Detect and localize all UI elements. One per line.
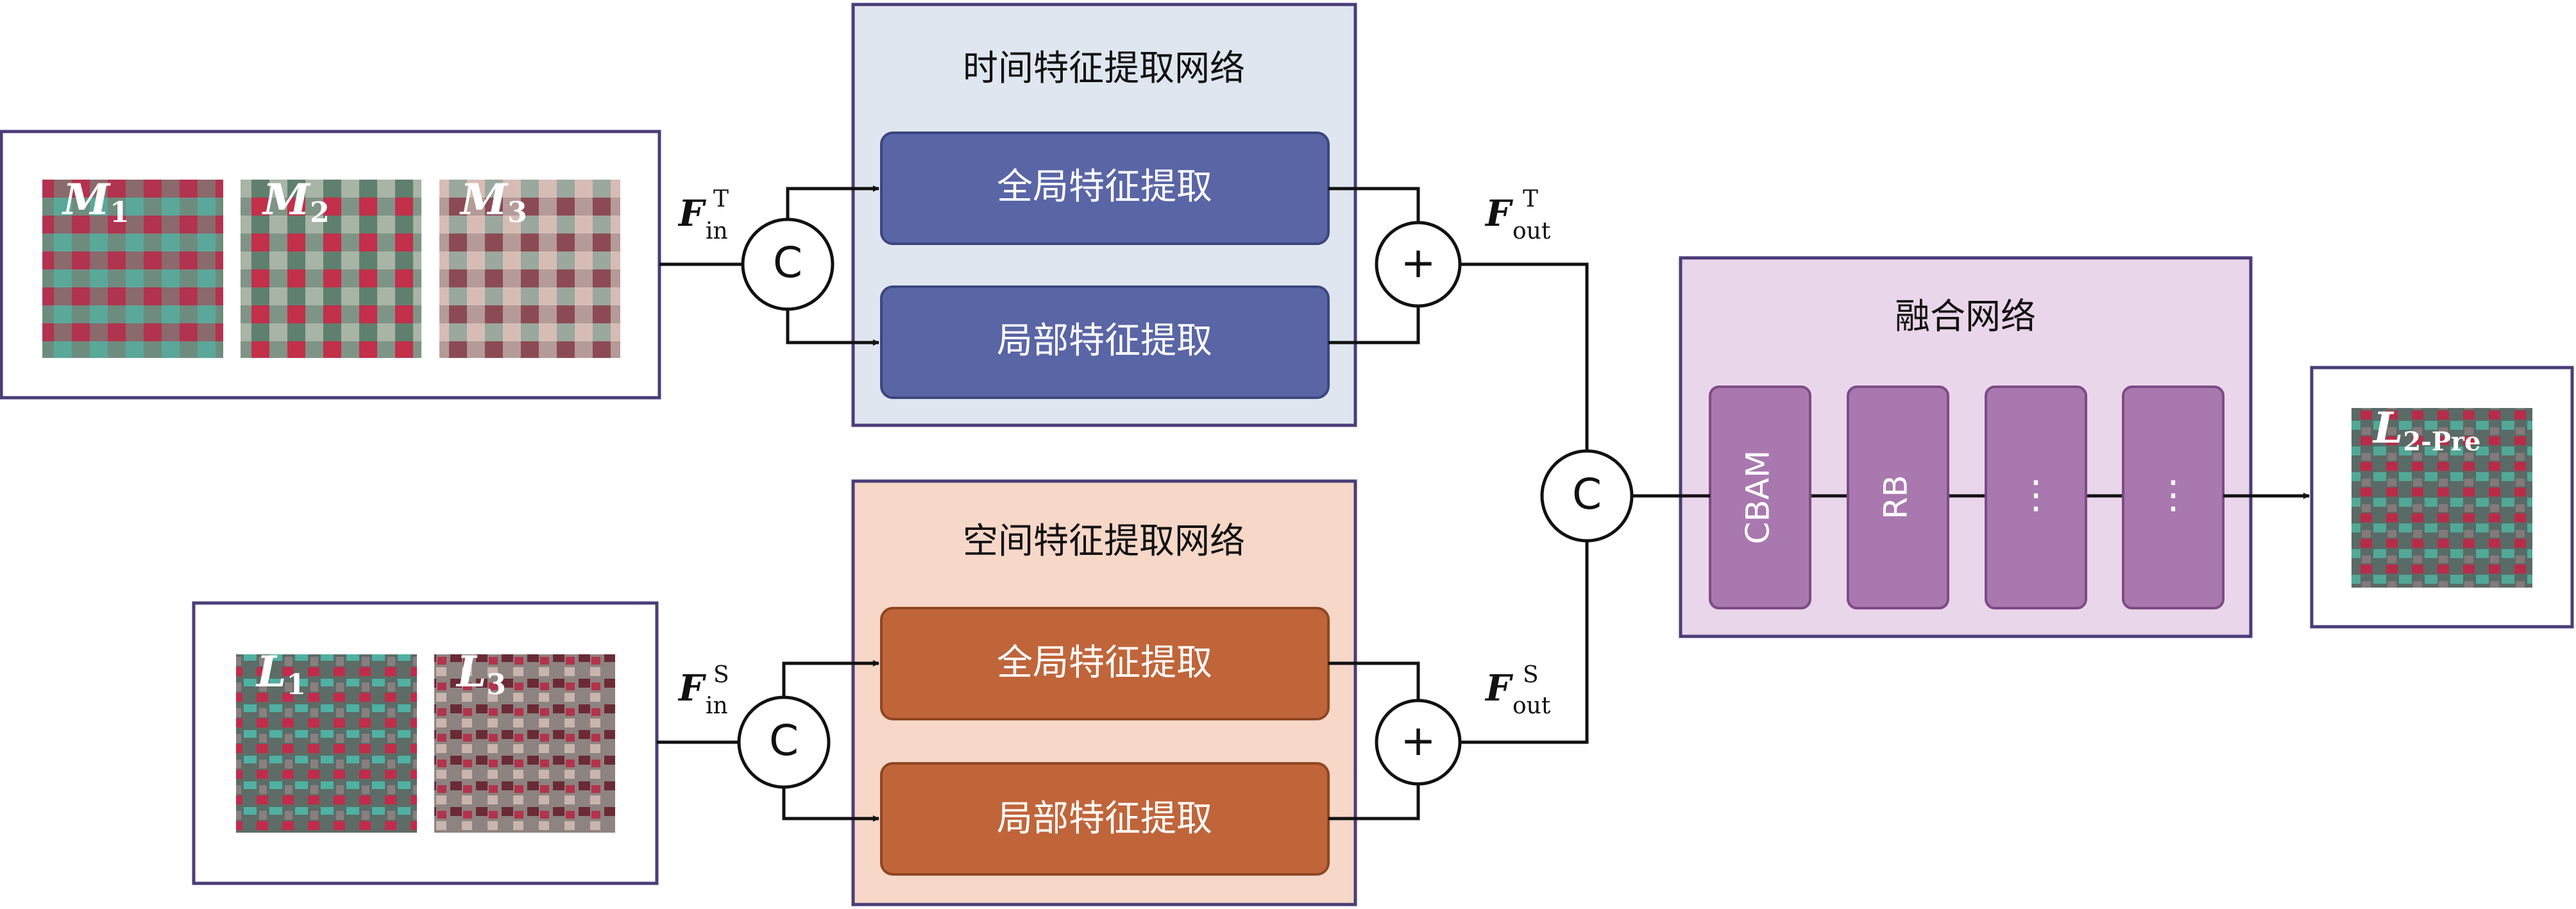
spatial-concat-symbol: C	[769, 716, 799, 765]
spatial-concat-node: C	[737, 695, 831, 789]
modis-label-3: M3	[459, 174, 527, 229]
temporal-global-label: 全局特征提取	[997, 166, 1212, 208]
spatial-global-label: 全局特征提取	[997, 642, 1212, 684]
temporal-concat-symbol: C	[773, 238, 802, 287]
temporal-add-symbol: +	[1400, 238, 1436, 287]
temporal-output-feature-sub: out	[1513, 218, 1551, 244]
temporal-add-to-concat	[1460, 262, 1589, 454]
output-label: L2-Pre	[2372, 403, 2480, 457]
temporal-title: 时间特征提取网络	[963, 47, 1245, 89]
modis-image-2: M2	[241, 174, 421, 358]
output-group: L2-Pre	[2310, 366, 2574, 629]
spatial-local-to-add	[1328, 784, 1420, 820]
fusion-concat-symbol: C	[1572, 470, 1602, 519]
fusion-title: 融合网络	[1895, 296, 2036, 337]
temporal-input-feature-sub: in	[706, 218, 728, 244]
temporal-add-node: +	[1375, 221, 1462, 308]
temporal-local-label: 局部特征提取	[997, 320, 1212, 362]
fusion-block-ellipsis-1-box	[1985, 386, 2087, 609]
spatial-add-node: +	[1375, 699, 1462, 786]
spatial-title: 空间特征提取网络	[963, 520, 1245, 561]
landsat-tile-3	[434, 654, 615, 833]
modis-tile-3	[439, 180, 620, 358]
spatial-input-feature-sup: S	[713, 662, 729, 688]
fusion-concat-circle	[1540, 449, 1634, 543]
temporal-input-feature-label: F T in	[677, 186, 729, 244]
spatial-output-feature-base: F	[1484, 667, 1514, 709]
output-tile	[2351, 408, 2532, 588]
fusion-block-rb: RB	[1847, 386, 1949, 609]
spatial-input-feature-label: F S in	[677, 662, 729, 719]
spatial-add-circle	[1375, 699, 1462, 786]
connectors	[657, 185, 2310, 822]
landsat-image-3: L3	[434, 647, 615, 833]
spatial-global-to-add	[1328, 661, 1420, 701]
temporal-global-to-add	[1328, 187, 1420, 223]
temporal-input-feature-base: F	[677, 192, 707, 235]
modis-label-2: M2	[262, 174, 330, 229]
temporal-output-feature-sup: T	[1523, 186, 1538, 212]
temporal-network: 时间特征提取网络 全局特征提取 局部特征提取	[851, 3, 1357, 427]
modis-tile-2	[241, 180, 421, 358]
spatial-output-feature-sup: S	[1523, 662, 1539, 688]
modis-tile-1	[42, 180, 223, 358]
temporal-add-circle	[1375, 221, 1462, 308]
fusion-block-ellipsis-2-label: ⋮	[2154, 473, 2192, 518]
spatial-add-to-concat	[1460, 538, 1589, 744]
landsat-label-1: L1	[255, 647, 306, 701]
temporal-input-feature-sup: T	[713, 186, 729, 212]
modis-image-1: M1	[42, 174, 223, 358]
fusion-block-rb-label: RB	[1877, 475, 1915, 519]
landsat-tile-1	[236, 654, 417, 833]
fusion-block-ellipsis-2: ⋮	[2122, 386, 2224, 609]
fusion-network: 融合网络 CBAM RB ⋮ ⋮	[1679, 256, 2253, 638]
spatial-input-feature-base: F	[677, 667, 707, 709]
fusion-block-ellipsis-1: ⋮	[1985, 386, 2087, 609]
fusion-block-cbam-label: CBAM	[1740, 450, 1777, 545]
temporal-local-to-add	[1328, 306, 1420, 344]
temporal-output-feature-base: F	[1484, 192, 1514, 235]
modis-input-group: M1 M2 M3	[0, 130, 661, 400]
spatial-output-feature-label: F S out	[1484, 662, 1551, 719]
spatial-local-label: 局部特征提取	[997, 798, 1212, 840]
spatial-input-feature-sub: in	[706, 693, 728, 719]
landsat-label-3: L3	[455, 647, 506, 701]
fusion-block-cbam: CBAM	[1709, 386, 1811, 609]
temporal-output-feature-label: F T out	[1484, 186, 1551, 244]
fusion-block-rb-box	[1847, 386, 1949, 609]
fusion-block-ellipsis-1-label: ⋮	[2017, 473, 2055, 518]
landsat-image-1: L1	[236, 647, 417, 833]
temporal-concat-circle	[741, 217, 835, 311]
temporal-concat-node: C	[741, 217, 835, 311]
spatial-add-symbol: +	[1400, 716, 1436, 765]
landsat-input-group: L1 L3	[192, 601, 659, 885]
modis-image-3: M3	[439, 174, 620, 358]
spatial-output-feature-sub: out	[1513, 693, 1551, 719]
spatial-concat-circle	[737, 695, 831, 789]
modis-label-1: M1	[62, 174, 130, 229]
fusion-concat-node: C	[1540, 449, 1634, 543]
spatial-network: 空间特征提取网络 全局特征提取 局部特征提取	[851, 479, 1357, 906]
